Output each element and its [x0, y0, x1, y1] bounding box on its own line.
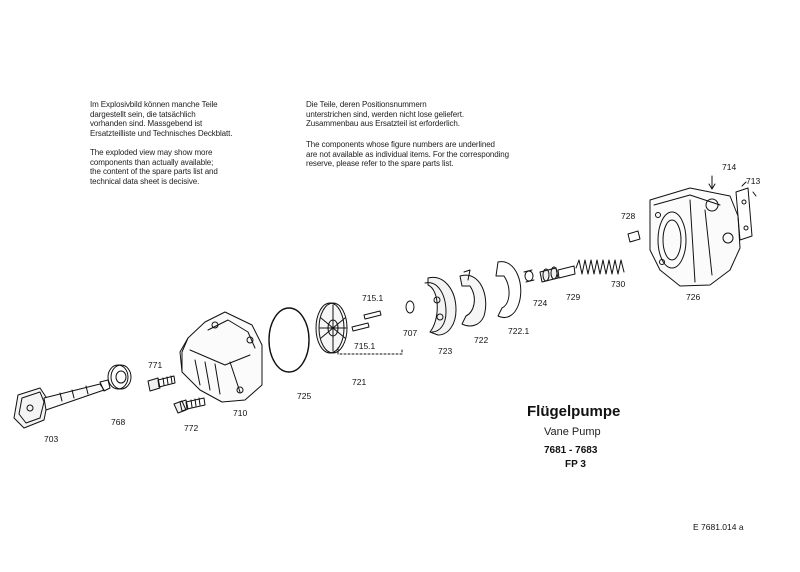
label-713: 713 — [746, 176, 760, 186]
label-723: 723 — [438, 346, 452, 356]
bracket-721 — [337, 347, 403, 355]
label-710: 710 — [233, 408, 247, 418]
note-line: The components whose figure numbers are … — [306, 140, 495, 149]
note-german-right: Die Teile, deren Positionsnummern unters… — [306, 100, 464, 129]
plate-723 — [424, 276, 457, 336]
model-range: 7681 - 7683 — [544, 445, 598, 456]
note-german-left: Im Explosivbild können manche Teile darg… — [90, 100, 232, 138]
note-line: are not available as individual items. F… — [306, 149, 510, 159]
label-724: 724 — [533, 298, 547, 308]
label-714: 714 — [722, 162, 736, 172]
pump-type: FP 3 — [565, 459, 586, 470]
note-line: reserve, please refer to the spare parts… — [306, 159, 454, 168]
label-715-1-bottom: 715.1 — [354, 341, 376, 351]
drawing-reference: E 7681.014 a — [693, 522, 744, 532]
cam-ring-722 — [459, 269, 487, 327]
housing-cover-710 — [179, 311, 263, 403]
page-title: Flügelpumpe — [527, 403, 621, 420]
label-722-1: 722.1 — [508, 326, 530, 336]
arrow-714 — [708, 175, 716, 190]
label-725: 725 — [297, 391, 311, 401]
shaft-703 — [13, 379, 111, 429]
label-707: 707 — [403, 328, 417, 338]
note-line: unterstrichen sind, werden nicht lose ge… — [306, 109, 464, 119]
arrow-726 — [752, 191, 757, 197]
valve-housing-726 — [649, 187, 741, 287]
plate-713 — [735, 187, 753, 241]
valve-piston-729 — [539, 265, 576, 283]
note-english-left: The exploded view may show more componen… — [90, 148, 218, 186]
o-ring-725 — [268, 307, 310, 373]
leader-713 — [741, 181, 747, 187]
note-line: vorhanden sind. Massgebend ist — [90, 119, 203, 128]
note-line: the content of the spare parts list and — [90, 167, 218, 176]
label-703: 703 — [44, 434, 58, 444]
spring-730 — [575, 259, 625, 275]
label-768: 768 — [111, 417, 125, 427]
label-729: 729 — [566, 292, 580, 302]
note-line: Im Explosivbild können manche Teile — [90, 100, 218, 109]
note-line: Ersatzteilliste und Technisches Deckblat… — [90, 128, 233, 138]
pins-715-1 — [351, 310, 382, 332]
page-subtitle: Vane Pump — [544, 426, 601, 438]
seal-ring-768 — [107, 364, 132, 390]
label-772: 772 — [184, 423, 198, 433]
label-715-1-top: 715.1 — [362, 293, 384, 303]
label-721: 721 — [352, 377, 366, 387]
ring-707 — [405, 300, 415, 314]
screw-771 — [147, 375, 176, 392]
note-line: The exploded view may show more — [90, 148, 213, 157]
rotor-disc — [315, 302, 348, 354]
ring-722-1 — [495, 261, 522, 319]
note-english-right: The components whose figure numbers are … — [306, 140, 509, 169]
note-line: Zusammenbau aus Ersatzteil ist erforderl… — [306, 119, 460, 128]
label-726: 726 — [686, 292, 700, 302]
note-line: Die Teile, deren Positionsnummern — [306, 100, 427, 109]
plug-728 — [627, 230, 641, 243]
label-728: 728 — [621, 211, 635, 221]
note-line: components than actually available; — [90, 157, 214, 167]
label-771: 771 — [148, 360, 162, 370]
label-730: 730 — [611, 279, 625, 289]
label-722: 722 — [474, 335, 488, 345]
note-line: dargestellt sein, die tatsächlich — [90, 109, 196, 119]
screw-772 — [173, 397, 206, 414]
part-724 — [523, 269, 535, 283]
note-line: technical data sheet is decisive. — [90, 176, 200, 186]
